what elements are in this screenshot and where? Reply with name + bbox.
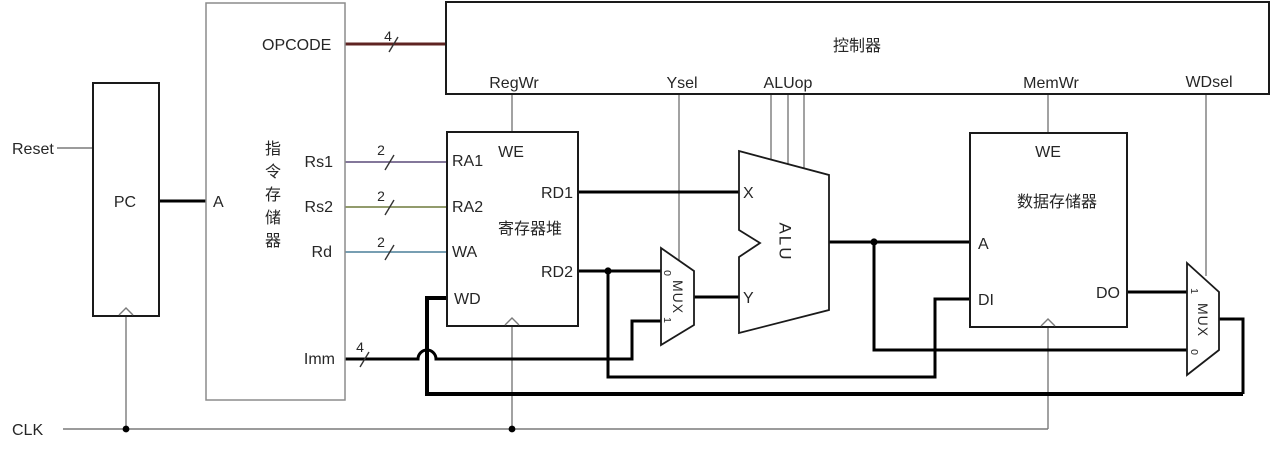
pc-block [92,82,160,317]
reset-label: Reset [12,141,54,158]
clk-label: CLK [12,422,43,439]
writeback-wire [425,296,1243,396]
pc-label: PC [114,194,136,211]
rs2-bus-width: 2 [377,188,385,204]
muxwd-out-wire [1219,317,1245,394]
instrmem-port-a-label: A [213,194,224,211]
pc-clock-triangle-icon [118,307,134,316]
register-file-block [446,131,579,327]
mux-wdsel-in1-label: 1 [1188,288,1200,294]
rd-bus-width: 2 [377,234,385,250]
datamem-title: 数据存储器 [1017,193,1097,211]
controller-title: 控制器 [833,37,881,55]
imm-wire [345,319,661,361]
mux-wdsel-shape [1186,260,1220,377]
rd2-to-di-wire [606,271,970,379]
datamem-do-label: DO [1096,285,1120,302]
regfile-rd1-label: RD1 [541,185,573,202]
instruction-memory-block [205,2,346,401]
mux-wdsel-in0-label: 0 [1188,349,1200,355]
mux-ysel-shape [660,246,695,347]
regfile-ra2-label: RA2 [452,199,483,216]
regwr-label: RegWr [489,75,539,92]
opcode-bus-slash [388,36,399,53]
wdsel-label: WDsel [1185,74,1232,91]
junction-clk-pc [122,425,130,433]
junction-aluout [870,238,878,246]
junction-dots [122,238,878,433]
aluop-label: ALUop [764,75,813,92]
datamem-di-label: DI [978,292,994,309]
opcode-bus-width: 4 [384,28,392,44]
rs2-label: Rs2 [305,199,334,216]
rs1-bus-width: 2 [377,142,385,158]
alu-y-label: Y [743,290,754,307]
junction-clk-regfile [508,425,516,433]
imm-bus-slash [359,351,370,368]
regfile-ra1-label: RA1 [452,153,483,170]
imm-bus-width: 4 [356,339,364,355]
regfile-we-label: WE [498,144,524,161]
regfile-wd-label: WD [454,291,481,308]
controller-block [445,1,1270,95]
alu-x-label: X [743,185,754,202]
mux-ysel-title: MUX [670,280,686,314]
rs1-bus-slash [384,154,395,171]
regfile-title: 寄存器堆 [498,220,562,238]
mux-ysel-in1-label: 1 [661,317,673,323]
control-wires [57,94,1207,430]
datamem-we-label: WE [1035,144,1061,161]
datamem-clock-triangle-icon [1040,318,1056,327]
instruction-memory-title: 指令存储器 [262,140,279,255]
mux-wdsel-title: MUX [1195,303,1211,337]
rs1-label: Rs1 [305,154,334,171]
datamem-a-label: A [978,236,989,253]
opcode-label: OPCODE [262,37,331,54]
memwr-label: MemWr [1023,75,1079,92]
mux-ysel-in0-label: 0 [661,270,673,276]
data-memory-block [969,132,1128,328]
alu-to-muxwd-wire [872,242,1187,352]
rd-bus-slash [384,244,395,261]
ysel-label: Ysel [666,75,697,92]
bus-slashes [359,36,399,368]
imm-label: Imm [304,351,335,368]
rs2-bus-slash [384,199,395,216]
rd-label: Rd [312,244,332,261]
clock-triangles [118,307,1056,327]
alu-shape [738,149,830,335]
regfile-clock-triangle-icon [504,317,520,326]
data-wires [159,190,1245,396]
regfile-wa-label: WA [452,244,478,261]
alu-title: ALU [776,222,795,261]
junction-rd2 [604,267,612,275]
regfile-rd2-label: RD2 [541,264,573,281]
